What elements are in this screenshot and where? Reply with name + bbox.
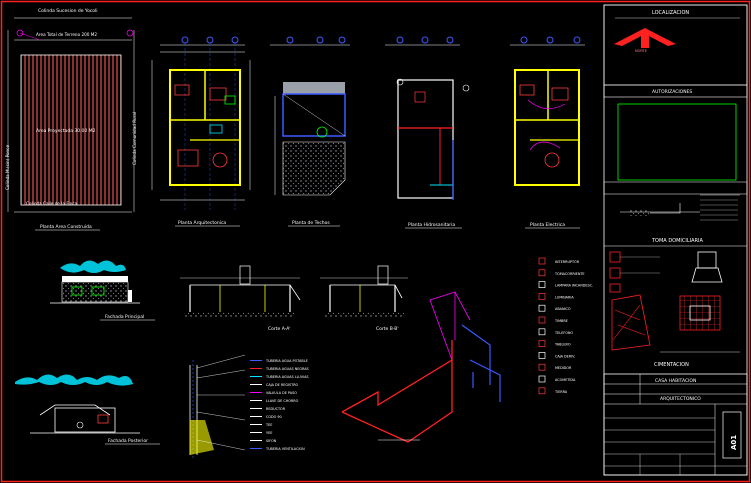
symbol-label: MEDIDOR	[555, 366, 572, 370]
symbol-icon	[538, 316, 546, 324]
hydro-legend-label: TUBERIA AGUAS LLUVIAS	[265, 375, 309, 379]
project-subtitle: ARQUITECTONICO	[660, 396, 701, 402]
symbol-label: CAJA DERIV.	[555, 354, 575, 358]
hydro-legend: TUBERIA AGUA POTABLE TUBERIA AGUAS NEGRAS…	[250, 359, 309, 451]
hydro-legend-label: TUBERIA AGUA POTABLE	[265, 359, 308, 363]
roof-plan: Planta de Techos	[270, 36, 350, 227]
arch-plan-label: Planta Arquitectonica	[178, 220, 226, 226]
site-area-proj: Area Proyectada 30.00 M2	[36, 128, 96, 134]
symbol-icon	[538, 328, 546, 336]
hydro-legend-label: REDUCTOR	[266, 407, 286, 411]
wall-detail	[189, 354, 246, 460]
site-left-label: Colinda M.(sin) Ponce	[5, 145, 10, 190]
section-b: Corte B-B'	[320, 265, 408, 332]
isometric-piping	[341, 291, 501, 443]
arch-plan: Planta Arquitectonica	[151, 36, 251, 227]
localizacion-title: LOCALIZACION	[652, 10, 689, 16]
hydro-legend-label: CODO 90	[266, 415, 282, 419]
symbol-label: TELEFONO	[554, 331, 573, 335]
toma-detail: TOMA DOMICILIARIA	[620, 194, 740, 244]
cut-b-label: Corte B-B'	[376, 326, 399, 332]
symbol-icon	[538, 304, 546, 312]
sheet-number: A01	[730, 435, 738, 450]
symbol-icon	[538, 281, 546, 288]
site-plan-label: Planta Area Construida	[40, 224, 92, 230]
front-later-label: Fachada Posterior	[108, 438, 148, 444]
symbol-icon	[538, 257, 546, 265]
cimentacion-detail: CIMENTACION	[604, 245, 747, 368]
symbol-icon	[538, 387, 546, 395]
symbol-label: TOMACORRIENTE	[554, 272, 585, 276]
hydro-plan: Planta Hidrosanitaria	[385, 36, 470, 229]
right-panel: LOCALIZACION NORTE AUTORIZACIONES TOMA D…	[603, 4, 748, 476]
symbol-label: ACOMETIDA	[555, 378, 576, 382]
symbol-icon	[538, 269, 546, 277]
hydro-legend-label: LLAVE DE CHORRO	[266, 399, 299, 403]
site-bottom-label: Colinda Calle de la Finca	[26, 201, 78, 206]
north-arrow	[614, 28, 676, 46]
hydro-legend-label: TUBERIA AGUAS NEGRAS	[265, 367, 309, 371]
front-main-label: Fachada Principal	[105, 314, 144, 320]
title-block: CASA HABITACION ARQUITECTONICO A01	[603, 373, 748, 476]
front-elevation: Fachada Principal	[50, 260, 155, 321]
symbol-label: TABLERO	[554, 343, 571, 347]
symbol-label: LAMPARA INCANDESC.	[555, 284, 593, 288]
hydro-legend-label: TUBERIA VENTILACION	[265, 447, 305, 451]
cut-a-label: Corte A-A'	[268, 326, 291, 332]
hydro-legend-label: TEE	[265, 423, 272, 427]
stamp-title: AUTORIZACIONES	[652, 89, 692, 95]
symbol-label: TIMBRE	[554, 319, 568, 323]
symbol-legend: INTERRUPTOR TOMACORRIENTE LAMPARA INCANDES…	[538, 257, 593, 395]
hydro-legend-label: CAJA DE REGISTRO	[266, 383, 299, 387]
symbol-icon	[538, 340, 546, 347]
symbol-label: LUMINARIA	[555, 295, 574, 299]
rear-elevation: Fachada Posterior	[15, 374, 160, 445]
hydro-plan-label: Planta Hidrosanitaria	[408, 222, 455, 228]
north-label: NORTE	[635, 49, 647, 53]
symbol-icon	[538, 375, 546, 383]
hydro-legend-label: VALVULA DE PASO	[266, 391, 297, 395]
symbol-icon	[538, 352, 546, 359]
section-a: Corte A-A'	[180, 265, 301, 332]
elec-plan-label: Planta Electrica	[530, 222, 565, 228]
cimentacion-label: CIMENTACION	[654, 362, 689, 368]
hydro-legend-label: YEE	[266, 431, 272, 435]
symbol-label: INTERRUPTOR	[555, 260, 580, 264]
symbol-icon	[538, 363, 546, 371]
symbol-label: TIERRA	[554, 390, 568, 394]
hydro-legend-label: SIFON	[266, 439, 277, 443]
roof-plan-label: Planta de Techos	[292, 220, 330, 226]
toma-label: TOMA DOMICILIARIA	[651, 238, 703, 244]
site-right-label: Colinda Comunidad Rural	[132, 112, 137, 165]
site-top-label: Colinda Sucesion de Yocoli	[38, 8, 98, 14]
location-box	[603, 4, 748, 86]
site-plan: Colinda Sucesion de Yocoli Area Total de…	[5, 8, 137, 231]
stamp-box	[617, 103, 737, 181]
project-title: CASA HABITACION	[655, 378, 696, 384]
site-area-total: Area Total de Terreno 200 M2	[36, 32, 97, 37]
symbol-label: ABANICO	[555, 307, 571, 311]
elec-plan: Planta Electrica	[510, 36, 585, 229]
symbol-icon	[538, 293, 546, 300]
